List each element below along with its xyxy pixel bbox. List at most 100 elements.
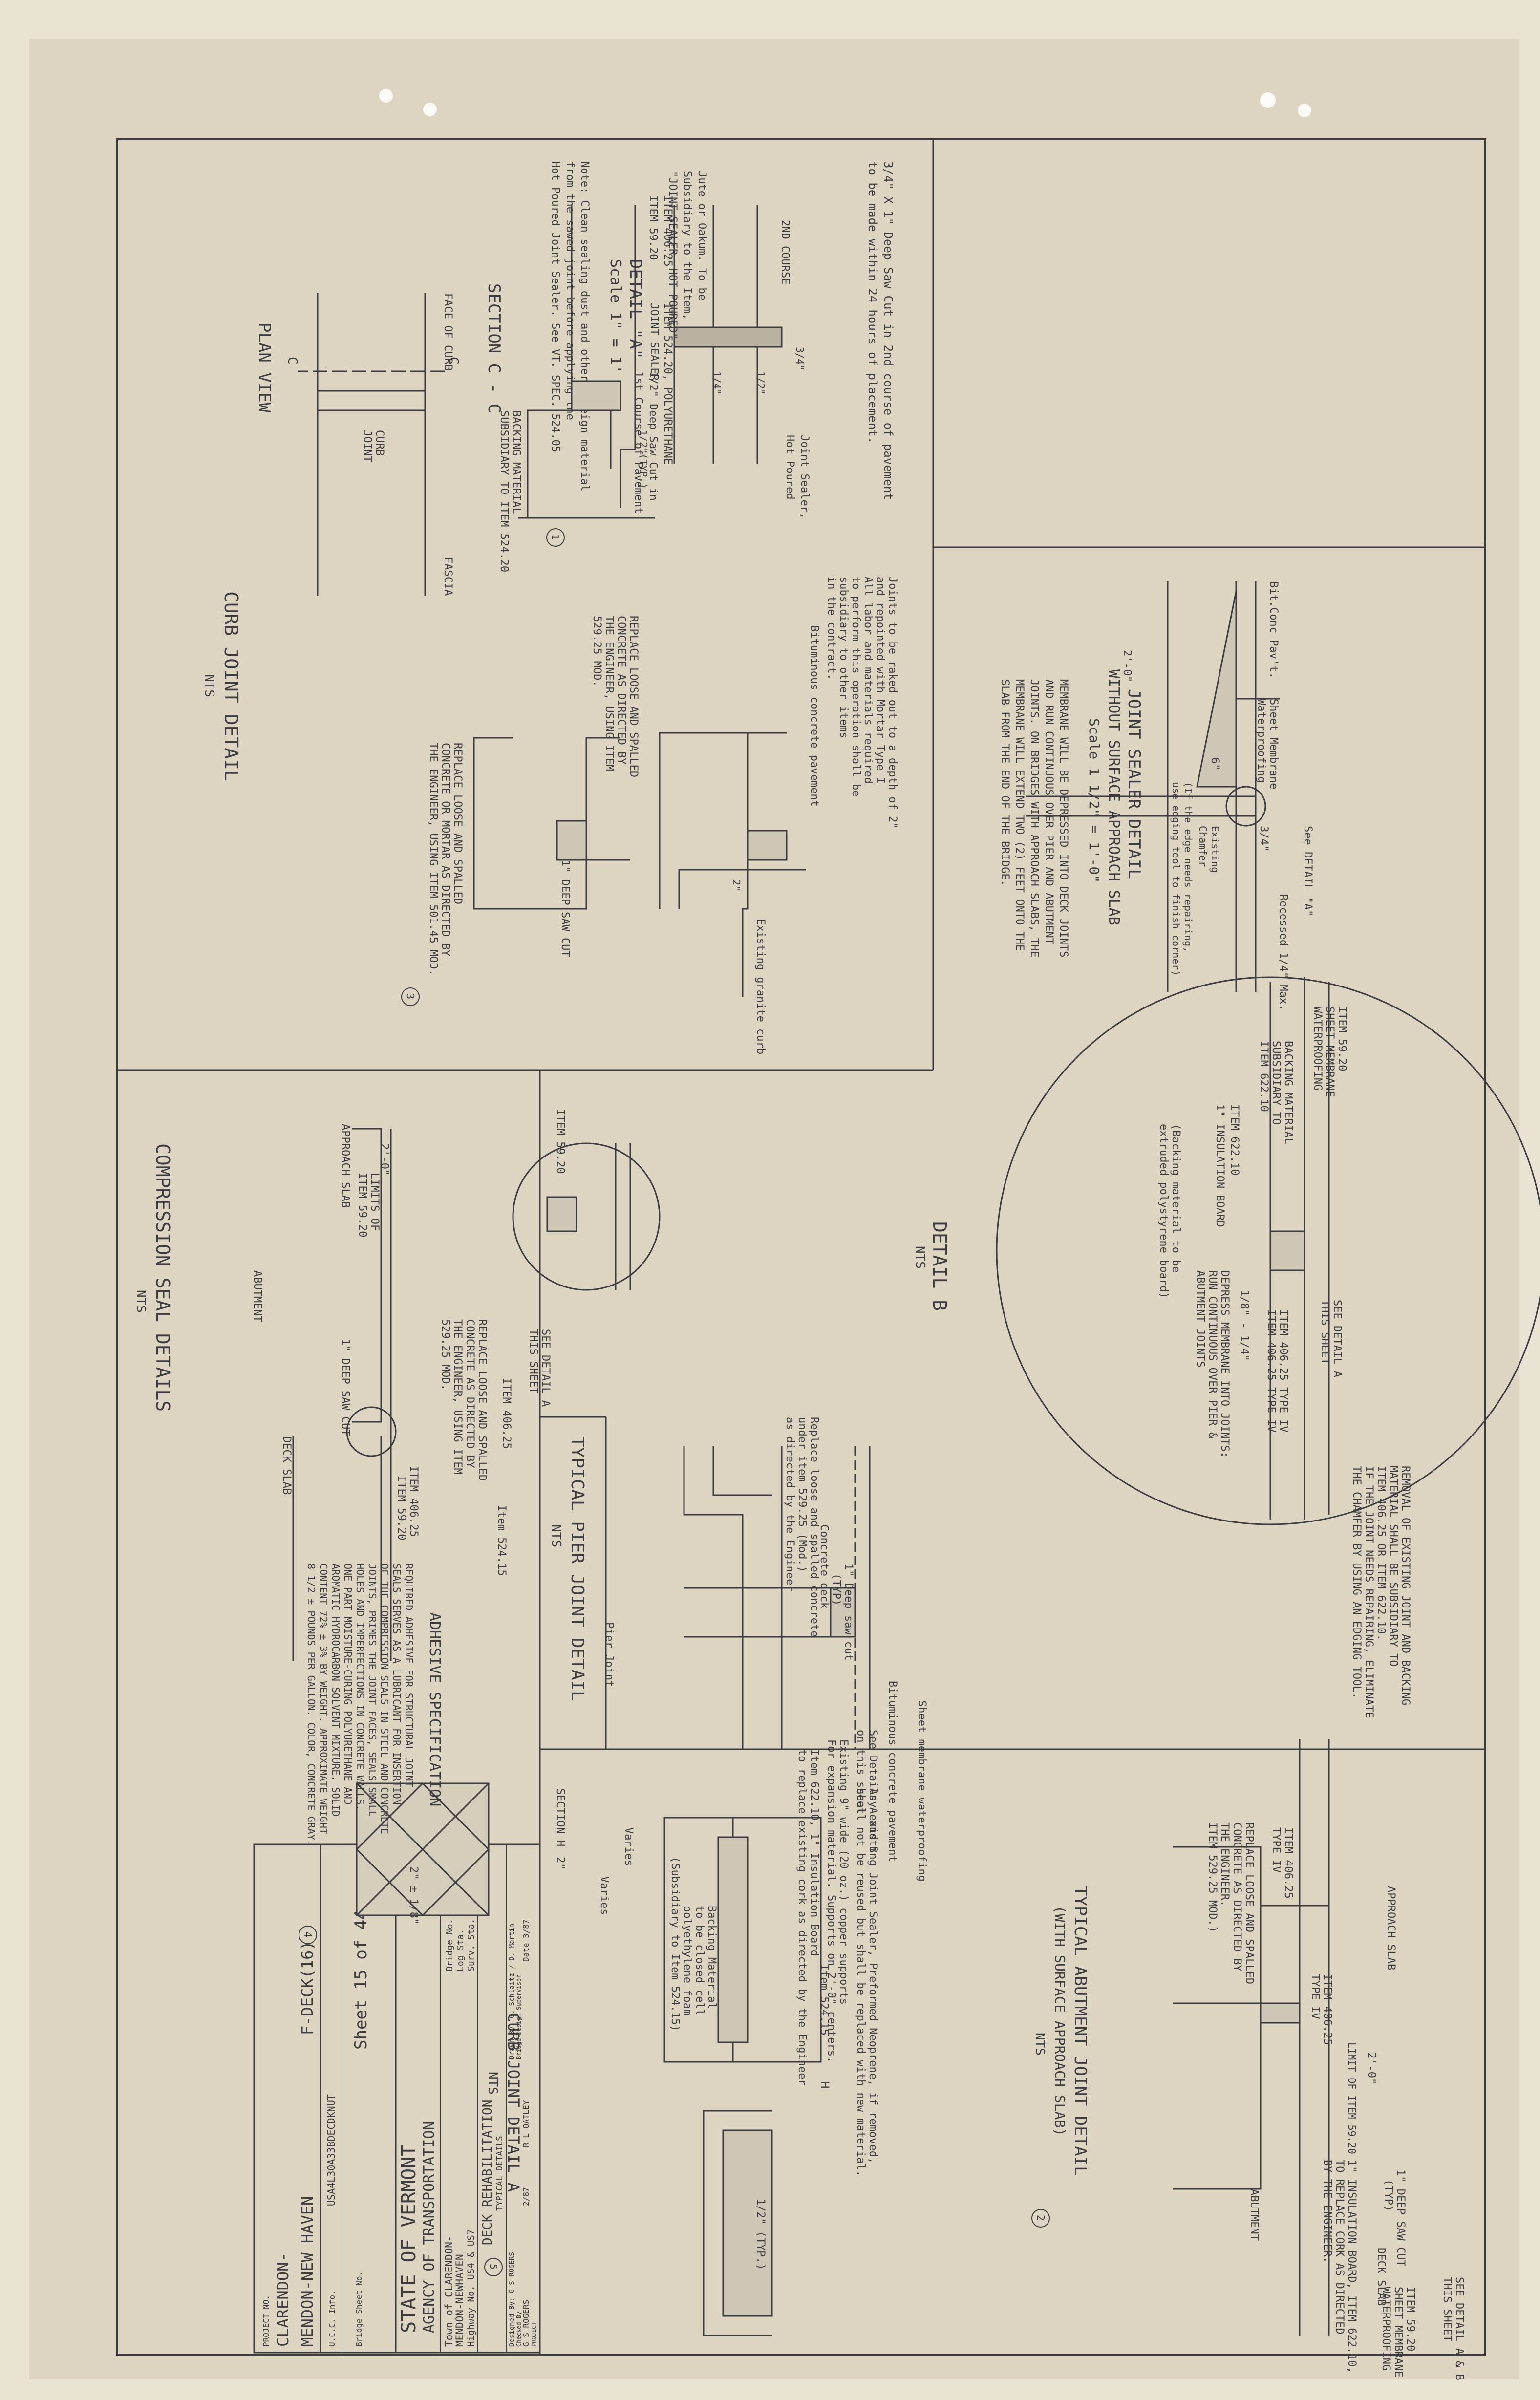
cs-replace2: CONCRETE AS DIRECTED BY xyxy=(464,1319,476,1468)
title-bridge-sheet-label: Bridge Sheet No. xyxy=(354,2271,364,2347)
cja-varies: Varies xyxy=(622,1827,635,1866)
aj-insul2: TO REPLACE CORK AS DIRECTED xyxy=(1333,2160,1346,2335)
pj-concrete-deck: Concrete deck xyxy=(818,1524,830,1608)
aj-type4b: TYPE IV xyxy=(1309,1974,1321,2019)
cja-item-52415: Item 524.15 xyxy=(818,1964,830,2036)
pj-pier-joint-label: Pier Joint xyxy=(603,1622,615,1687)
title-checker: G S ROGERS xyxy=(521,2300,531,2347)
cs-see-a2: THIS SHEET xyxy=(527,1329,539,1393)
aj-item-5920c: WATERPROOFING xyxy=(1380,2287,1392,2371)
js-existing4: use edging tool to finish corner) xyxy=(1170,782,1182,976)
cj-item-5920: ITEM 59.20 xyxy=(647,195,659,260)
title-drawn-by: Drawn By: G. Schlaitz / D. Martin xyxy=(508,1924,516,2059)
cj-section-cc: SECTION C - C xyxy=(484,283,504,413)
title-checked-by: Checked By xyxy=(515,2312,522,2347)
js-sheet-membrane2: Waterproofing xyxy=(1255,699,1267,783)
aj-typ: (TYP) xyxy=(1382,2179,1394,2211)
cs-adh3: OF THE COMPRESSION SEALS IN STEEL AND CO… xyxy=(379,1564,390,1834)
joint-sealer-detail: Bit.Conc Pav't. Sheet Membrane Waterproo… xyxy=(999,581,1314,1010)
cj-raked4: to perform this operation shall be xyxy=(850,577,862,796)
curb-joint-plan: FACE OF CURB CURB JOINT FASCIA C C PLAN … xyxy=(255,293,461,596)
cs-replace1: REPLACE LOOSE AND SPALLED xyxy=(476,1319,488,1481)
cs-dim-2b: 2" ± 1/8" xyxy=(407,1866,420,1925)
js-bit-conc: Bit.Conc Pav't. xyxy=(1267,581,1280,679)
pj-replace3: as directed by the Engineer xyxy=(784,1417,796,1592)
db-item-5920b: SHEET MEMBRANE xyxy=(1324,1007,1336,1097)
paper xyxy=(29,39,1519,2379)
cja-existing1: Any existing Joint Sealer, Preformed Neo… xyxy=(867,1788,879,2164)
title-project-name2: MENDON-NEW HAVEN xyxy=(298,2196,317,2347)
detail-a-saw-cut2: 1st Course of Pavement xyxy=(632,371,644,514)
cj-replace1: REPLACE LOOSE AND SPALLED xyxy=(627,616,640,777)
db-removal5: THE CHAMFER BY USING AN EDGING TOOL. xyxy=(1350,1466,1363,1699)
cs-adh6: ONE PART MOISTURE-CURING POLYURETHANE AN… xyxy=(342,1564,354,1805)
cs-adh8: CONTENT 72% ± 3% BY WEIGHT. APPROXIMATE … xyxy=(318,1564,329,1834)
cs-dim-20: 2'-0" xyxy=(378,1143,390,1176)
aj-replace2: CONCRETE AS DIRECTED BY xyxy=(1231,1822,1243,1971)
detail-a-hot-poured: Hot Poured xyxy=(784,435,796,499)
title-date2: Date 3/87 xyxy=(521,1919,531,1962)
title-project-label: PROJECT xyxy=(531,2322,537,2347)
db-backing1: BACKING MATERIAL xyxy=(1282,1041,1294,1144)
pj-title: TYPICAL PIER JOINT DETAIL xyxy=(567,1436,587,1701)
pj-replace1: Replace loose and spalled concrete xyxy=(808,1417,820,1637)
title-block-project-rows: PROJECT NO. CLARENDON- MENDON-NEW HAVEN … xyxy=(253,1843,397,2354)
cs-nts: NTS xyxy=(133,1290,148,1313)
cs-item-40625b: ITEM 406.25 xyxy=(407,1466,420,1537)
js-membrane3: JOINTS. ON BRIDGES WITH APPROACH SLABS, … xyxy=(1028,679,1040,958)
abutment-joint: SEE DETAIL A & B THIS SHEET ITEM 59.20 S… xyxy=(1031,1739,1465,2380)
aj-replace3: THE ENGINEER. xyxy=(1219,1822,1231,1907)
aj-type4: TYPE IV xyxy=(1270,1827,1282,1873)
cj-bit-conc-pav: Bituminous concrete pavement xyxy=(808,625,820,807)
js-existing2: Chamfer xyxy=(1197,826,1209,867)
cja-title: CURB JOINT DETAIL A xyxy=(504,2013,523,2192)
title-supervisor-label: Bridge Design Supervisor xyxy=(515,1975,522,2059)
detail-a-jute1: Jute or Oakum. To be xyxy=(696,171,708,300)
cj-dim-2: 2" xyxy=(730,879,742,891)
title-project-name: CLARENDON- xyxy=(537,2344,539,2347)
js-scale: Scale 1 1/2" = 1'-0" xyxy=(1086,718,1102,883)
db-see-a2: THIS SHEET xyxy=(1319,1300,1331,1364)
js-title2: WITHOUT SURFACE APPROACH SLAB xyxy=(1105,669,1122,925)
detail-a-dim-34: 3/4" xyxy=(794,347,806,370)
aj-item-5920a: ITEM 59.20 xyxy=(1404,2287,1416,2351)
title-agency: AGENCY OF TRANSPORTATION xyxy=(421,2121,438,2333)
cj-replace6: CONCRETE OR MORTAR AS DIRECTED BY xyxy=(439,743,451,956)
aj-item-5920b: SHEET MEMBRANE xyxy=(1392,2287,1404,2377)
cs-replace4: 529.25 MOD. xyxy=(439,1319,451,1391)
pj-copper1: Existing 9" wide (20 oz.) copper support… xyxy=(837,1739,850,2005)
cj-raked2: and repointed with Mortar Type I xyxy=(874,577,886,784)
db-pier-backing1: (Backing material to be xyxy=(1170,1124,1182,1273)
cs-approach-slab: APPROACH SLAB xyxy=(339,1124,351,1208)
cs-adh2: SEALS SERVES AS A LUBRICANT FOR INSERTIO… xyxy=(391,1564,403,1805)
detail-a-second-course: 2ND COURSE xyxy=(779,220,791,284)
punch-hole xyxy=(1260,92,1276,108)
title-log-sta: Log Sta. xyxy=(455,1929,466,1971)
title-block: STATE OF VERMONT AGENCY OF TRANSPORTATIO… xyxy=(395,1843,541,2354)
db-item-5920c: WATERPROOFING xyxy=(1311,1007,1324,1091)
cja-backing3: polyethylene foam xyxy=(681,1906,693,2015)
cja-typ: 1/2" (TYP.) xyxy=(754,2199,767,2270)
js-membrane1: MEMBRANE WILL BE DEPRESSED INTO DECK JOI… xyxy=(1057,679,1069,958)
cj-raked6: in the contract. xyxy=(825,577,837,680)
pj-bit-conc: Bituminous concrete pavement xyxy=(886,1681,898,1862)
detail-a-note2: from the sawed joint before applying the xyxy=(564,161,576,420)
punch-hole xyxy=(423,103,437,116)
aj-limit: LIMIT OF ITEM 59.20 xyxy=(1346,2042,1358,2154)
cj-replace7: THE ENGINEER, USING ITEM 501.45 MOD. xyxy=(427,743,439,976)
title-date1: 2/87 xyxy=(521,2187,531,2206)
aj-nts: NTS xyxy=(1032,2033,1047,2056)
db-item-62210: ITEM 622.10 xyxy=(1228,1104,1241,1176)
cj-replace5: REPLACE LOOSE AND SPALLED xyxy=(451,743,464,904)
cj-face-of-curb: FACE OF CURB xyxy=(442,293,454,371)
title-project-title: DECK REHABILITATION xyxy=(480,2100,495,2245)
title-state: STATE OF VERMONT xyxy=(398,2145,420,2333)
cja-h-label: H xyxy=(818,2081,832,2088)
cs-see-a1: SEE DETAIL A xyxy=(539,1329,552,1407)
cs-item-5920: ITEM 59.20 xyxy=(554,1109,566,1174)
cja-backing4: (Subsidiary to Item 524.15) xyxy=(669,1857,681,2032)
detail-a-jute3: "JOINT SEALER, HOT POURED" xyxy=(666,171,679,339)
detail-b-circle xyxy=(996,976,1540,1525)
aj-replace4: ITEM 529.25 MOD.) xyxy=(1206,1822,1219,1932)
cs-adh9: 8 1/2 ± POUNDS PER GALLON. COLOR, CONCRE… xyxy=(305,1564,317,1846)
